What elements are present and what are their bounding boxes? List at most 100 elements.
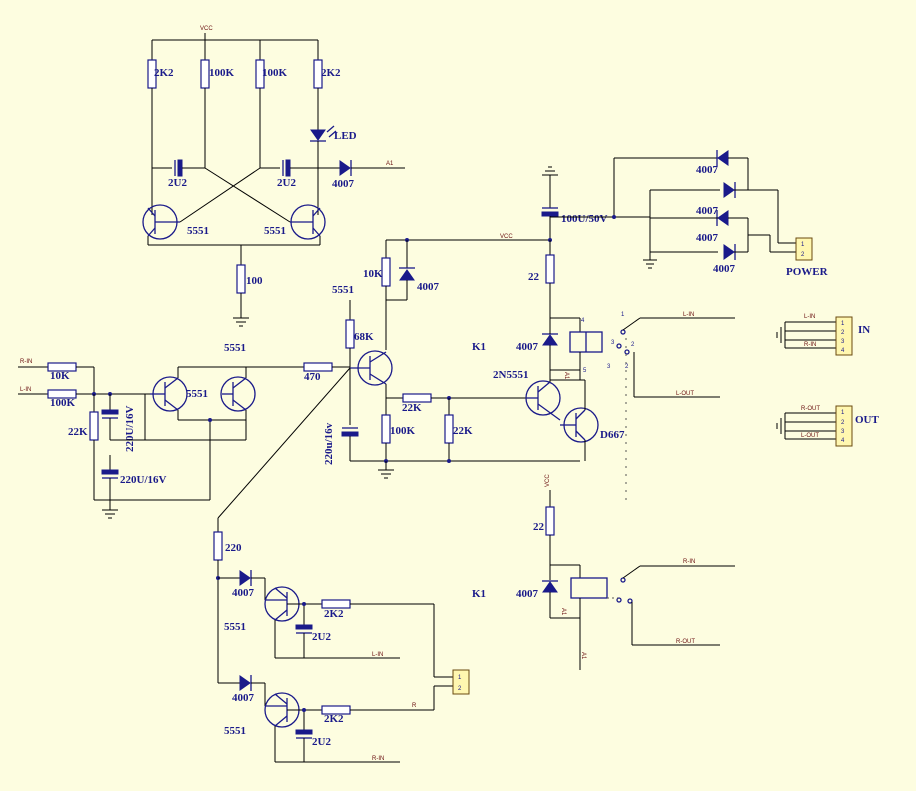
capacitor-220u-16v [341,431,359,437]
label-r470: 470 [304,371,321,383]
svg-text:2: 2 [458,686,462,692]
label-det-q2: 5551 [224,725,246,737]
capacitor-2u2-det1 [295,624,313,630]
net-a1-relay-b: A1 [560,608,566,616]
oscillator-section: VCC 2K2 100K 100K 2K2 LED 2U2 [142,26,405,327]
in-lin-net: L-IN [804,314,815,320]
relay-b-section: VCC 22 4007 K1 A1 A1 R-IN R-OUT [472,474,735,670]
transistor-2n5551 [525,380,561,416]
svg-text:4: 4 [581,318,585,324]
svg-text:2: 2 [801,252,805,258]
label-r22k-v: 22K [453,425,473,437]
label-d-mid: 4007 [417,281,440,293]
net-rout: R-OUT [676,639,695,645]
svg-text:3: 3 [611,340,615,346]
svg-text:2: 2 [625,364,629,370]
label-r68k: 68K [354,331,374,343]
power-supply-section: 100U/50V 4007 4007 4007 4007 [541,150,829,278]
label-det-d2: 4007 [232,692,255,704]
label-q-in: 5551 [186,388,208,400]
net-lin-in: L-IN [20,387,31,393]
label-k1-b: K1 [472,588,486,600]
in-connector [835,316,853,356]
resistor-22k-horizontal [402,393,432,403]
label-det-r2: 2K2 [324,713,344,725]
in-rin-net: R-IN [804,342,816,348]
diode-k1b-icon [542,581,558,593]
out-rout-net: R-OUT [801,406,820,412]
resistor-10k [381,257,391,287]
resistor-22k-input [89,411,99,441]
resistor-22k-vertical [444,414,454,444]
label-osc-q1: 5551 [187,225,209,237]
svg-text:5: 5 [583,368,587,374]
io-connectors: L-IN R-IN 1 2 3 4 IN R-OUT L-OUT 1 2 3 4… [776,314,880,447]
label-c220u-low: 220u/16v [323,422,335,465]
relay-coil-b [570,577,608,599]
label-det-q1: 5551 [224,621,246,633]
svg-text:1: 1 [801,242,805,248]
label-osc-d1: 4007 [332,178,355,190]
resistor-100k-a [200,59,210,89]
label-psu-d2: 4007 [696,205,719,217]
net-r-det: R [412,703,417,709]
label-k1-a: K1 [472,341,486,353]
label-q-driver: 2N5551 [493,369,528,381]
net-rin-det: R-IN [372,756,384,762]
label-r22k-in: 22K [68,426,88,438]
label-d-k1a: 4007 [516,341,539,353]
label-det-r1: 2K2 [324,608,344,620]
svg-text:3: 3 [607,364,611,370]
capacitor-220u-v [101,409,119,415]
diode-mid-icon [399,269,415,281]
label-d-k1b: 4007 [516,588,539,600]
net-a1-bottom: A1 [580,652,586,660]
resistor-22-bottom [545,506,555,536]
net-rin-in: R-IN [20,359,32,365]
svg-text:4: 4 [841,438,845,444]
label-osc-c1: 2U2 [168,177,187,189]
label-r22-top: 22 [528,271,540,283]
label-osc-q2: 5551 [264,225,286,237]
net-rin-relay: R-IN [683,559,695,565]
label-osc-r1: 2K2 [154,67,174,79]
resistor-100k-vertical [381,414,391,444]
diode-det2-icon [239,675,251,691]
label-q-mid: 5551 [332,284,354,296]
vcc-rail: VCC 10K 4007 5551 68K 22K 100K [323,234,580,479]
svg-text:3: 3 [841,429,845,435]
input-section: R-IN L-IN 10K 100K 22K 220U/16V 220U/16V [18,342,350,519]
capacitor-220u-h [101,469,119,475]
svg-text:1: 1 [621,312,625,318]
out-lout-net: L-OUT [801,433,819,439]
label-osc-r3: 100K [262,67,288,79]
label-r220: 220 [225,542,242,554]
label-r100k-v: 100K [390,425,416,437]
label-osc-r4: 2K2 [321,67,341,79]
relay-a-section: 22 4007 K1 4 5 A1 L-IN L-OUT 1 3 2 3 2 [472,240,735,500]
label-psu-cap: 100U/50V [561,213,608,225]
label-led: LED [334,130,357,142]
resistor-100-emitter [236,264,246,294]
label-r10k: 10K [363,268,383,280]
svg-text:2: 2 [631,342,635,348]
label-osc-re: 100 [246,275,263,287]
led-icon [310,129,326,141]
power-connector [795,237,813,261]
diode-det1-icon [239,570,251,586]
capacitor-2u2-det2 [295,729,313,735]
transistor-input-2 [220,376,256,412]
vcc-label-top: VCC [200,26,213,32]
label-det-d1: 4007 [232,587,255,599]
label-c220u-v: 220U/16V [124,406,136,453]
net-lin-top: L-IN [683,312,694,318]
svg-text:3: 3 [841,339,845,345]
net-lin-det: L-IN [372,652,383,658]
label-r22-bottom: 22 [533,521,545,533]
detector-section: 220 4007 2K2 5551 2U2 L-IN [213,367,470,763]
resistor-470 [303,362,333,372]
diode-osc-icon [339,160,351,176]
label-det-c1: 2U2 [312,631,331,643]
resistor-22-top [545,254,555,284]
